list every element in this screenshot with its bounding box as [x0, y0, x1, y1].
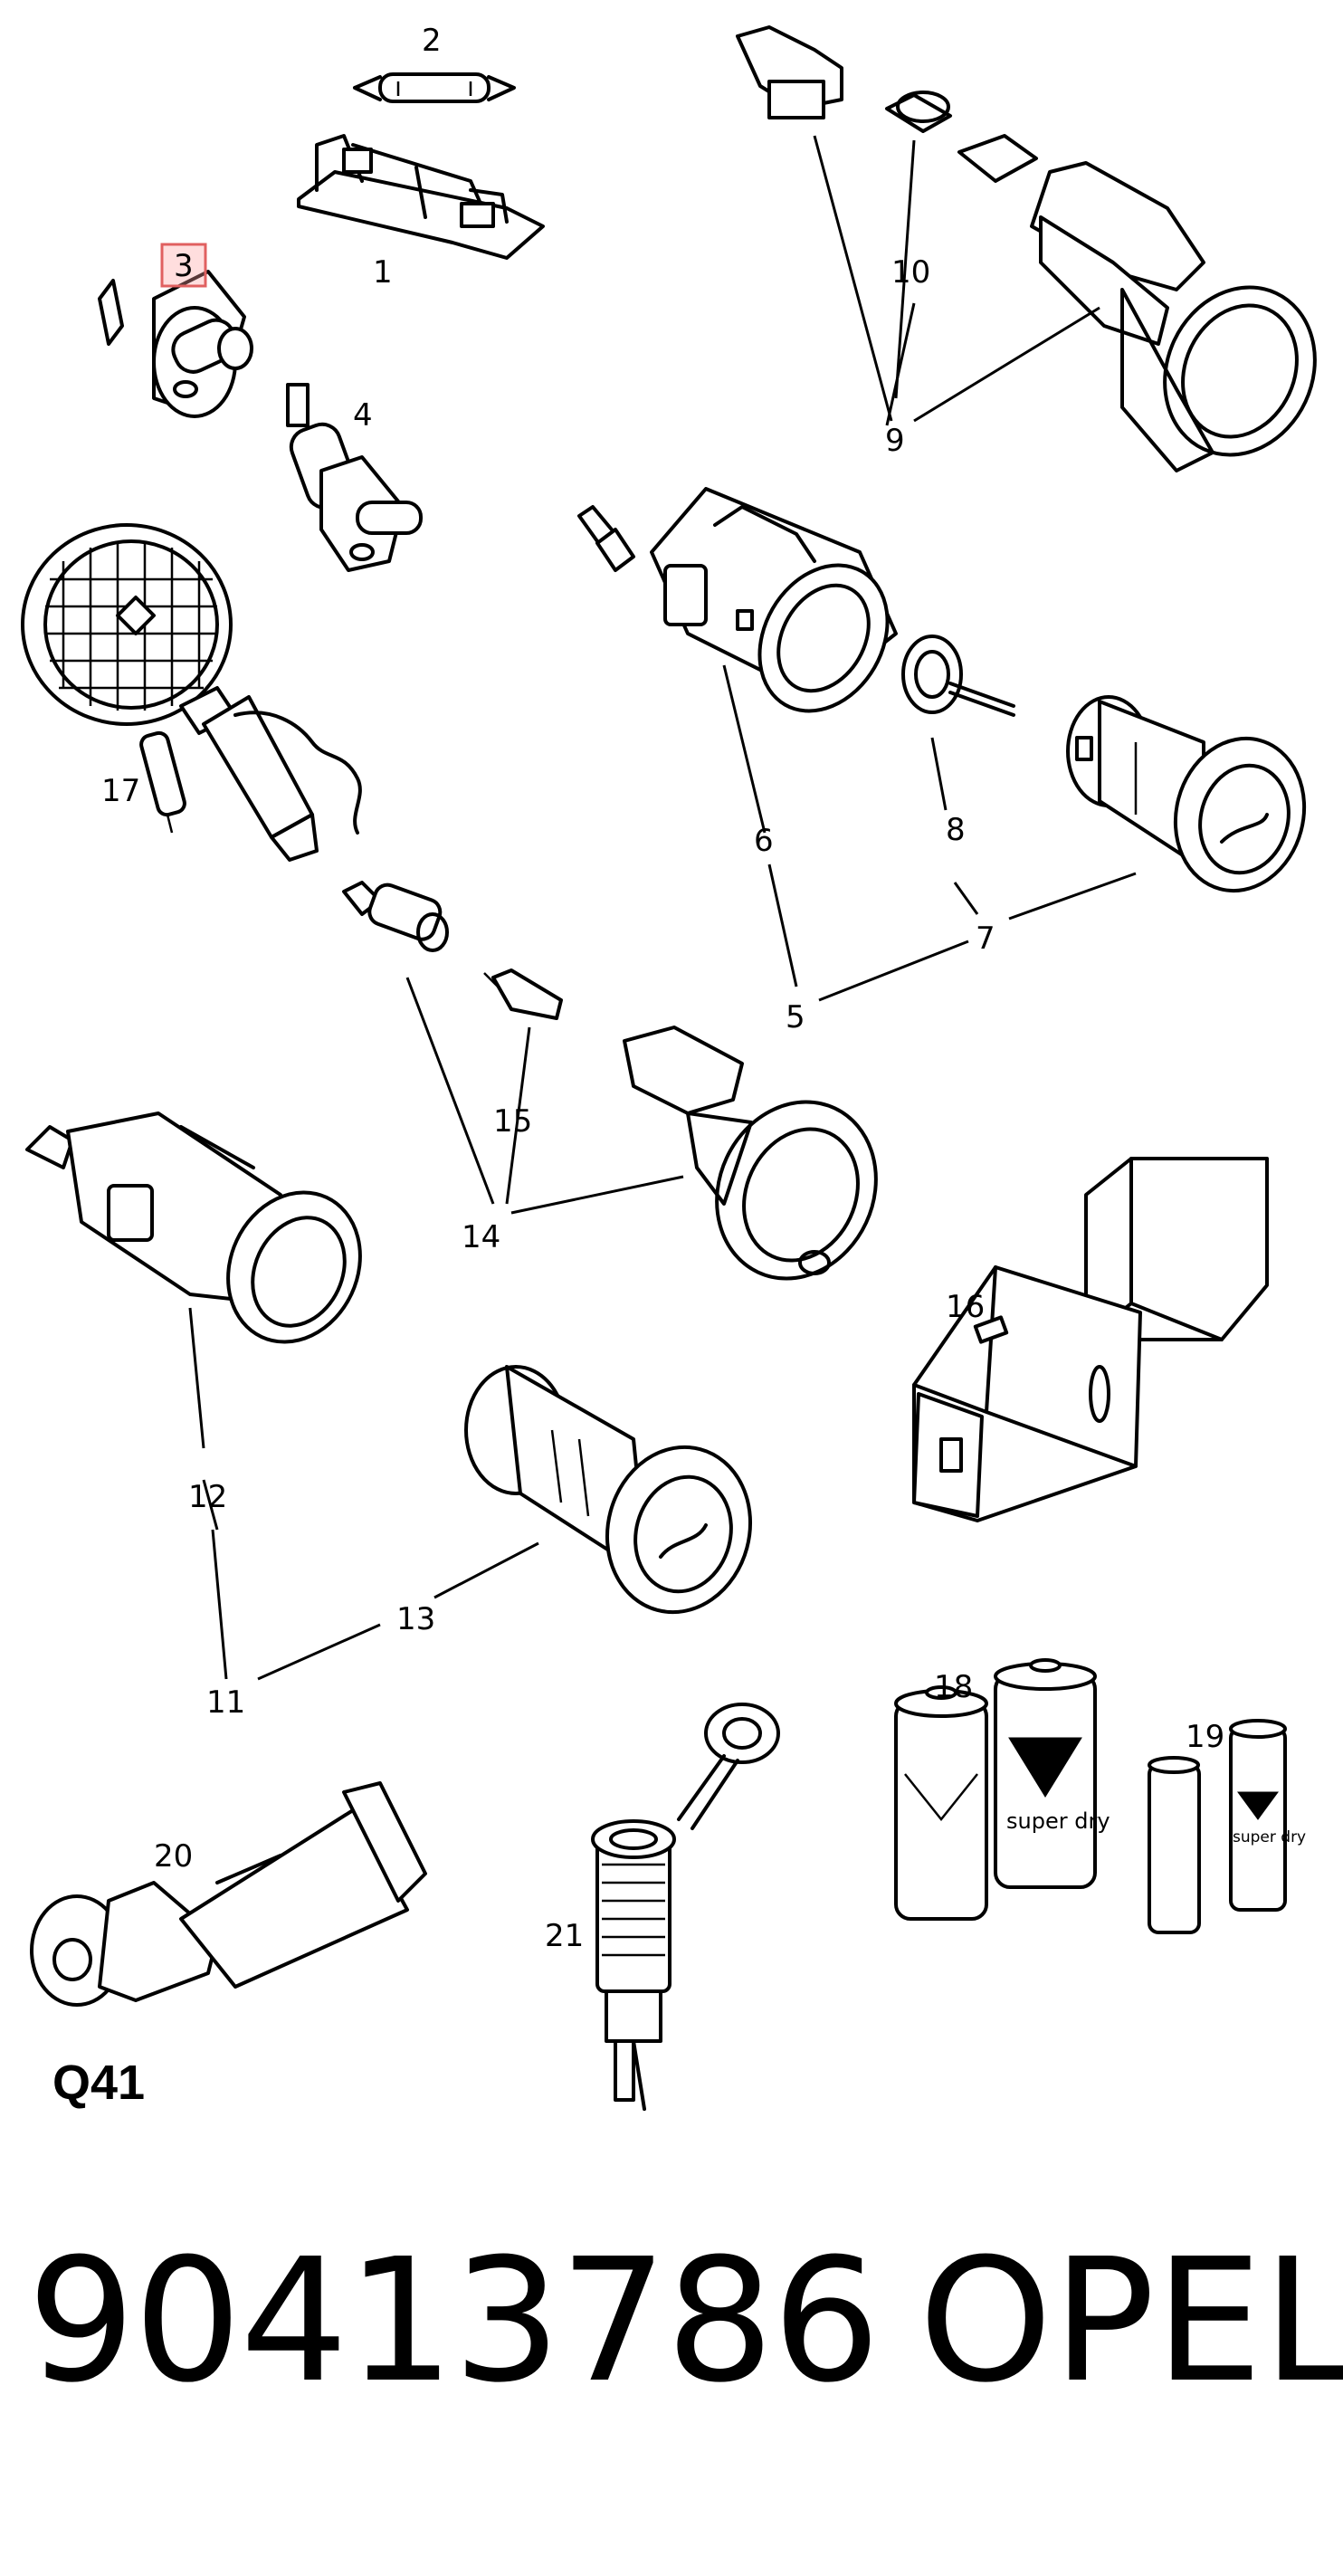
- battery-label-right: super dry: [1233, 1828, 1306, 1846]
- callout-10: 10: [891, 254, 930, 291]
- part-13-lighter-plug: [464, 1365, 753, 1615]
- callout-7: 7: [976, 921, 995, 957]
- callout-21: 21: [545, 1918, 584, 1954]
- callout-8: 8: [946, 812, 966, 848]
- callout-3-highlight: [160, 243, 207, 288]
- part-3-door-switch: [98, 270, 253, 418]
- part-9-lighter-housing: [736, 25, 1317, 472]
- callout-15: 15: [493, 1103, 532, 1140]
- callout-18: 18: [934, 1669, 973, 1705]
- part-14-bulb-holder: [342, 881, 449, 952]
- callout-3: 3: [174, 248, 194, 284]
- battery-label-left: super dry: [1006, 1808, 1110, 1834]
- callout-9: 9: [885, 423, 905, 459]
- callout-12: 12: [188, 1479, 227, 1515]
- callout-14: 14: [462, 1219, 500, 1255]
- part-7-lighter-plug: [1066, 695, 1307, 893]
- diagram-code: Q41: [52, 2056, 146, 2110]
- part-20-lighter-element: [30, 1781, 427, 2007]
- callout-13: 13: [396, 1601, 435, 1637]
- part-2-bulb: [353, 72, 516, 103]
- callout-2: 2: [422, 23, 442, 59]
- part-17-work-lamp: [21, 523, 362, 862]
- callout-17: 17: [101, 773, 140, 809]
- part-16-adapter: [912, 1157, 1269, 1522]
- callout-19: 19: [1186, 1719, 1224, 1755]
- part-14-socket: [623, 1026, 878, 1281]
- part-4-switch: [286, 383, 423, 572]
- callout-1: 1: [373, 254, 393, 291]
- part-15-bulb: [483, 968, 563, 1020]
- brand-name: OPEL: [919, 2222, 1343, 2420]
- part-21-socket-cap: [591, 1703, 780, 2111]
- callout-5: 5: [786, 999, 805, 1035]
- callout-6: 6: [754, 823, 774, 859]
- part-19-batteries: super dry: [1148, 1719, 1306, 1934]
- callout-11: 11: [206, 1684, 245, 1721]
- part-number: 90413786: [27, 2222, 881, 2420]
- part-8-element: [901, 634, 1015, 717]
- part-18-batteries: super dry: [894, 1658, 1110, 1921]
- callout-16: 16: [946, 1289, 985, 1325]
- leader-lines: [188, 135, 1137, 1681]
- part-6-lighter-socket: [577, 487, 898, 713]
- callout-20: 20: [154, 1838, 193, 1875]
- callout-4: 4: [353, 397, 373, 434]
- part-1-lamp-housing: [297, 134, 545, 260]
- callout-labels: 1 2 3 4 5 6 7 8 9 10 11 12 13 14 15 16 1…: [101, 23, 1224, 1954]
- part-12-socket: [25, 1111, 362, 1344]
